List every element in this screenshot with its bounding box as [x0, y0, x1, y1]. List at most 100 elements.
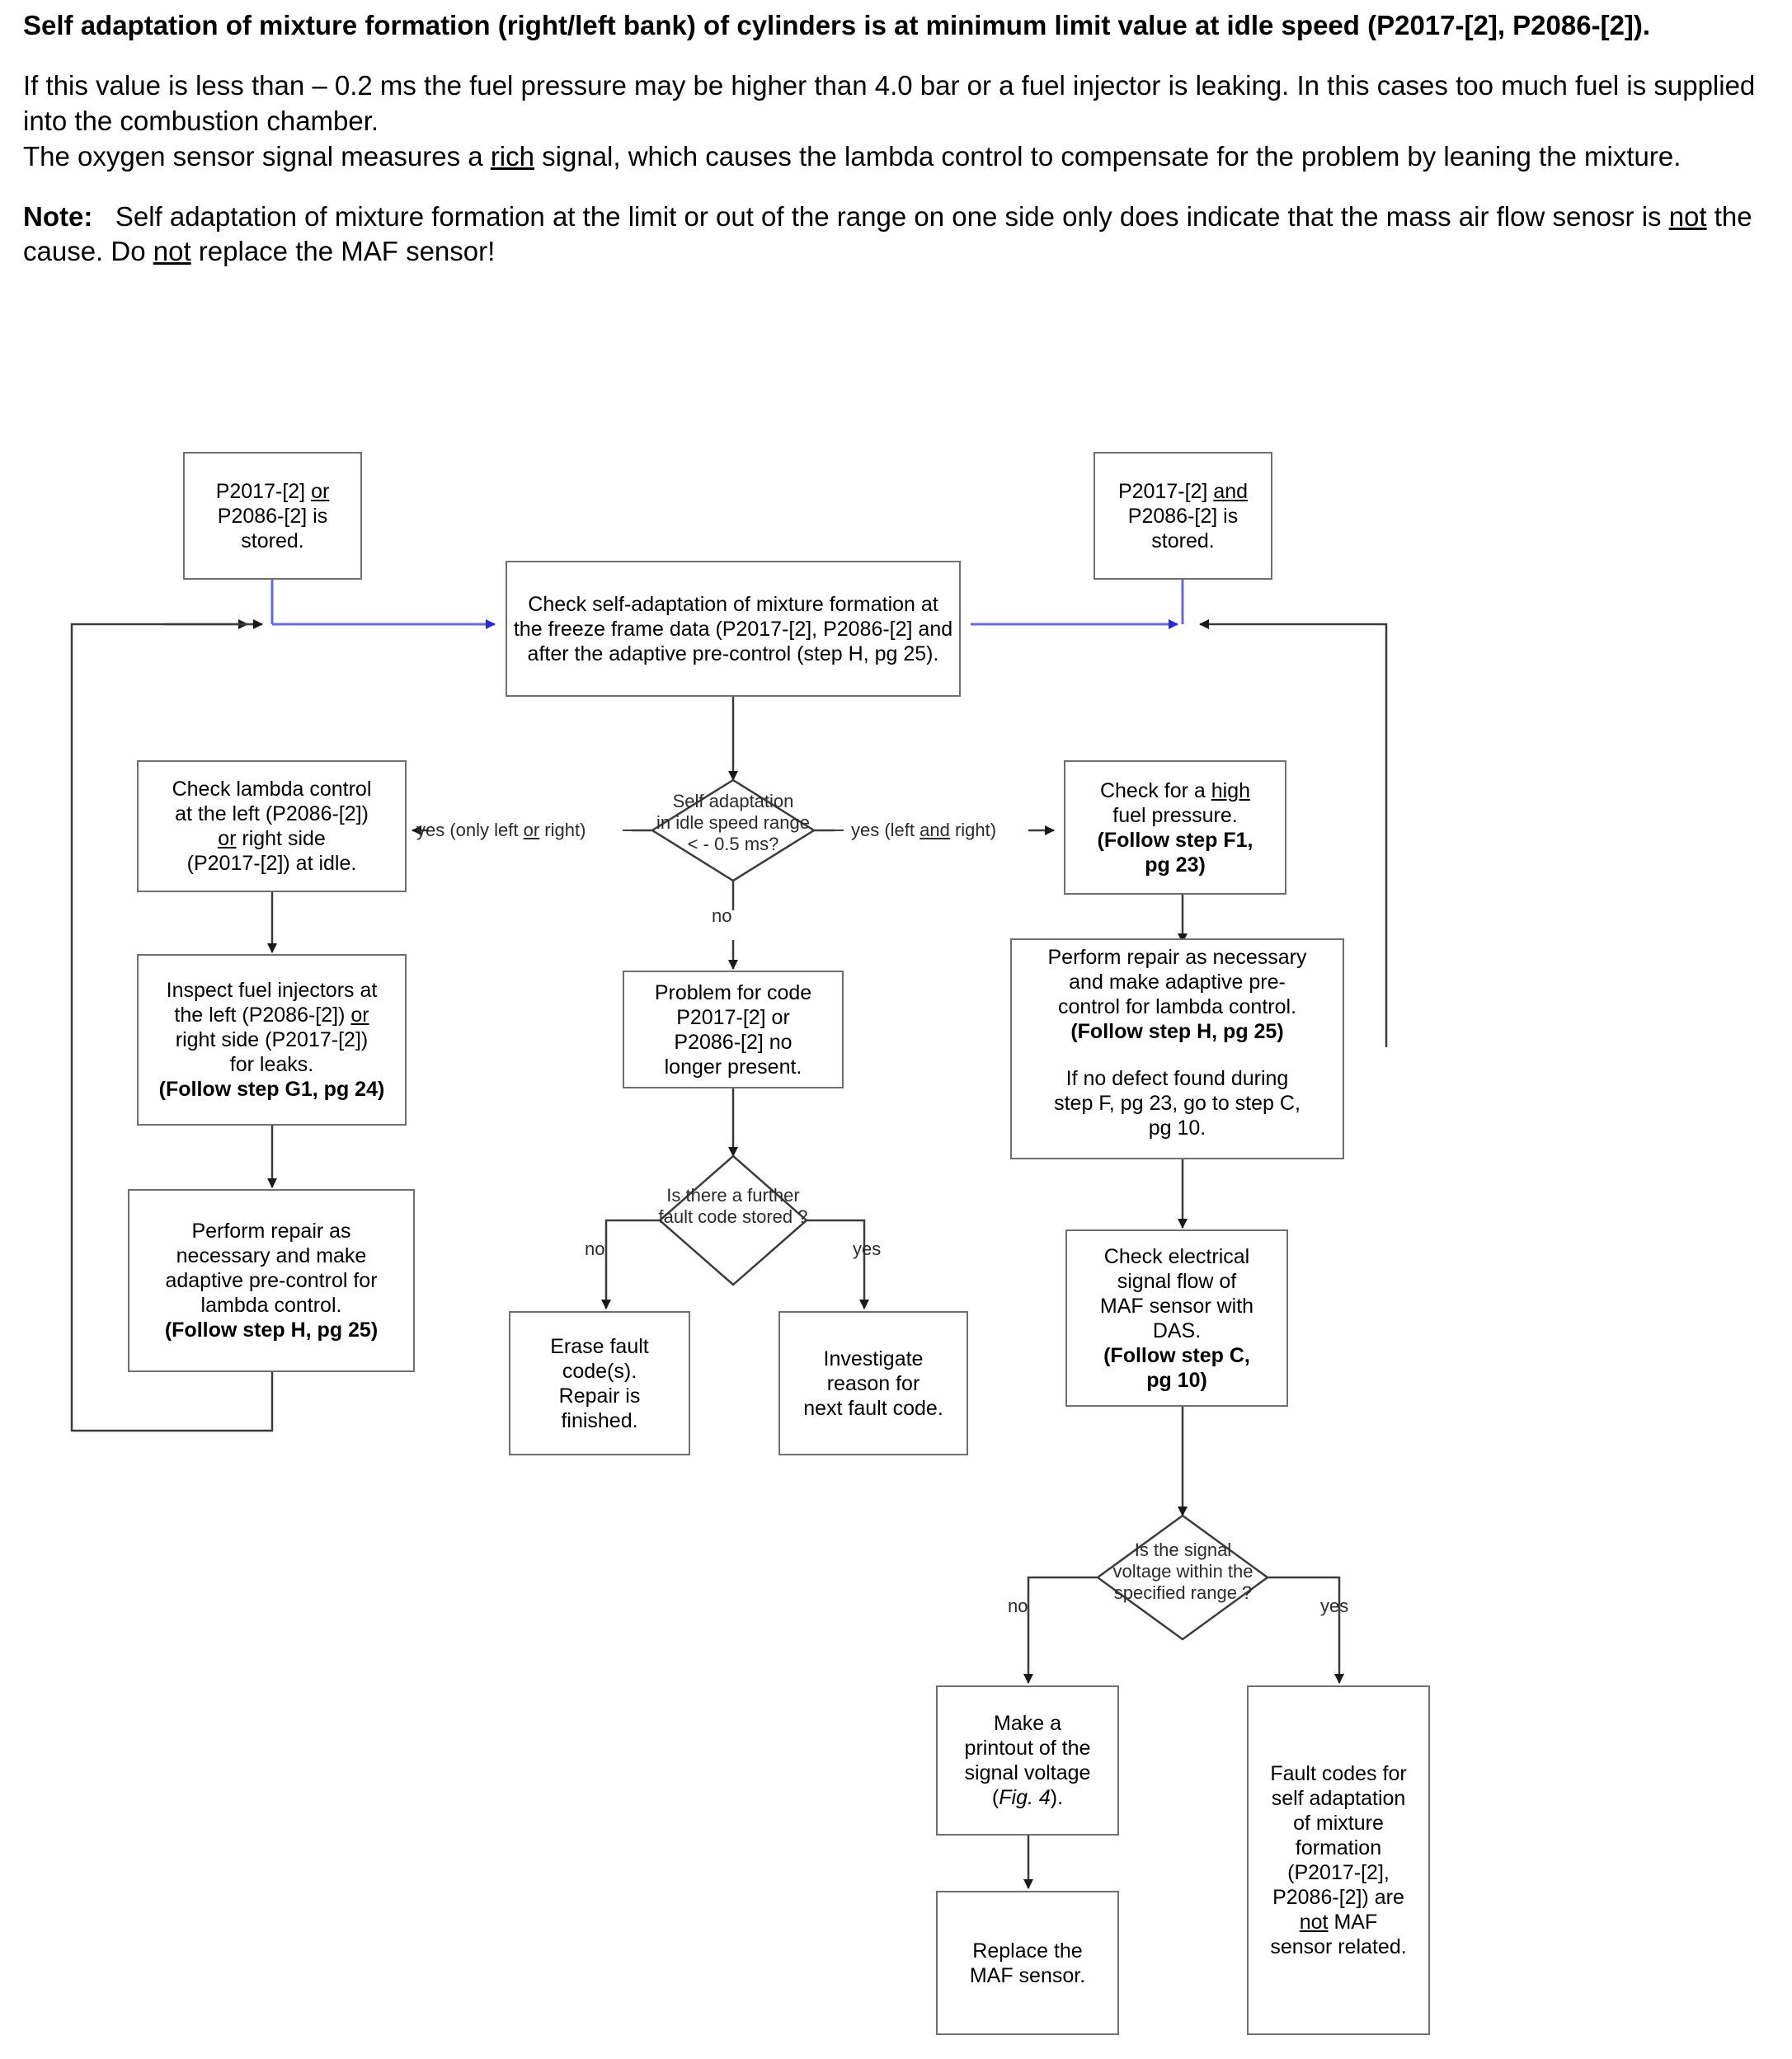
node-problem-no-longer-present[interactable]: Problem for code P2017-[2] or P2086-[2] …	[623, 971, 844, 1088]
node-start-left[interactable]: P2017-[2] or P2086-[2] is stored.	[183, 452, 362, 580]
edge-yes-right-pre: yes (left	[851, 820, 920, 840]
note-text-c: replace the MAF sensor!	[190, 236, 496, 267]
node-make-printout[interactable]: Make a printout of the signal voltage (F…	[936, 1685, 1119, 1836]
investigate-l3: next fault code.	[803, 1396, 943, 1420]
erase-l2: code(s).	[562, 1359, 637, 1383]
edge-yes-left-pre: yes (only left	[416, 820, 524, 840]
start-left-post: P2086-[2] is stored.	[217, 504, 328, 552]
node-check-lambda-control-text: Check lambda control at the left (P2086-…	[143, 777, 401, 876]
node-fault-codes-not-maf-related[interactable]: Fault codes for self adaptation of mixtu…	[1247, 1685, 1430, 2035]
page-title: Self adaptation of mixture formation (ri…	[23, 10, 1651, 40]
inspect-l2: the left (P2086-[2])	[174, 1004, 351, 1027]
check-lambda-l4: (P2017-[2]) at idle.	[186, 852, 357, 875]
check-lambda-underline: or	[218, 827, 237, 850]
node-erase-fault-codes[interactable]: Erase fault code(s). Repair is finished.	[509, 1311, 690, 1455]
decision2-line2: fault code stored ?	[658, 1206, 808, 1227]
repair-left-l2: necessary and make	[176, 1244, 367, 1267]
node-perform-repair-left[interactable]: Perform repair as necessary and make ada…	[128, 1189, 415, 1372]
node-check-fuel-pressure[interactable]: Check for a high fuel pressure. (Follow …	[1064, 760, 1286, 895]
node-start-left-text: P2017-[2] or P2086-[2] is stored.	[189, 479, 356, 553]
edge-yes-left-post: right)	[539, 820, 586, 840]
inspect-underline: or	[350, 1004, 369, 1027]
problem-l1: Problem for code	[654, 980, 812, 1004]
faultcodes-l3: of mixture	[1293, 1812, 1384, 1835]
elec-l3: MAF sensor with	[1099, 1294, 1254, 1318]
check-lambda-l2: at the left (P2086-[2])	[175, 802, 369, 825]
decision-signal-voltage-label: Is the signal voltage within the specifi…	[1083, 1540, 1283, 1604]
printout-l4-pre: (	[991, 1786, 999, 1809]
fuelp-l3: (Follow step F1,	[1097, 828, 1253, 852]
repair-left-l4: lambda control.	[200, 1294, 342, 1317]
repair-right-l4: (Follow step H, pg 25)	[1070, 1020, 1284, 1043]
start-right-underline: and	[1213, 479, 1249, 503]
node-start-right-text: P2017-[2] and P2086-[2] is stored.	[1099, 479, 1267, 553]
edge-yes-right-post: right)	[949, 820, 997, 840]
decision-self-adaptation	[650, 778, 816, 882]
node-check-self-adaptation-text: Check self-adaptation of mixture formati…	[513, 592, 953, 665]
repair-left-l1: Perform repair as	[191, 1220, 351, 1243]
decision1-line3: < - 0.5 ms?	[687, 833, 779, 854]
edge-label-no-2: no	[585, 1239, 605, 1259]
node-no-defect-goto-step-c[interactable]: If no defect found during step F, pg 23,…	[1010, 1048, 1344, 1159]
decision3-line1: Is the signal	[1134, 1540, 1232, 1560]
edge-label-yes-left-and-right: yes (left and right)	[851, 820, 996, 840]
edge-label-no-1: no	[712, 905, 732, 926]
problem-l4: longer present.	[664, 1055, 802, 1079]
node-make-printout-text: Make a printout of the signal voltage (F…	[942, 1711, 1113, 1810]
start-left-pre: P2017-[2]	[215, 479, 312, 503]
elec-l6: pg 10)	[1146, 1368, 1207, 1392]
decision-signal-voltage	[1095, 1514, 1270, 1641]
decision-further-fault-code-label: Is there a further fault code stored ?	[632, 1185, 835, 1228]
node-investigate-text: Investigate reason for next fault code.	[784, 1347, 962, 1421]
node-inspect-fuel-injectors[interactable]: Inspect fuel injectors at the left (P208…	[137, 954, 407, 1126]
elec-l4: DAS.	[1152, 1319, 1202, 1342]
node-perform-repair-right[interactable]: Perform repair as necessary and make ada…	[1010, 938, 1344, 1050]
elec-l1: Check electrical	[1103, 1244, 1250, 1268]
faultcodes-l6: P2086-[2]) are	[1272, 1886, 1404, 1909]
paragraph-2-pre: The oxygen sensor signal measures a	[23, 140, 491, 172]
replace-l2: MAF sensor.	[969, 1963, 1086, 1987]
paragraph-2-post: signal, which causes the lambda control …	[534, 140, 1681, 172]
start-right-post: P2086-[2] is stored.	[1127, 504, 1239, 552]
node-start-right[interactable]: P2017-[2] and P2086-[2] is stored.	[1094, 452, 1272, 580]
fuelp-l2: fuel pressure.	[1112, 803, 1238, 827]
decision1-line2: in idle speed range	[656, 811, 810, 833]
node-inspect-fuel-injectors-text: Inspect fuel injectors at the left (P208…	[143, 978, 401, 1102]
decision-self-adaptation-label: Self adaptation in idle speed range < - …	[651, 791, 816, 855]
check-lambda-l3: right side	[236, 827, 326, 850]
printout-l3: signal voltage	[964, 1761, 1091, 1784]
node-perform-repair-right-text: Perform repair as necessary and make ada…	[1016, 945, 1338, 1044]
paragraph-2: The oxygen sensor signal measures a rich…	[23, 139, 1771, 175]
problem-l3: P2086-[2] no	[674, 1030, 793, 1054]
repair-right-l3: control for lambda control.	[1057, 995, 1297, 1018]
fuelp-l1: Check for a	[1099, 778, 1211, 802]
node-fault-codes-text: Fault codes for self adaptation of mixtu…	[1253, 1761, 1424, 1959]
node-check-self-adaptation[interactable]: Check self-adaptation of mixture formati…	[506, 561, 961, 697]
edge-label-yes-only-left-or-right: yes (only left or right)	[416, 820, 586, 840]
note-block: Note: Self adaptation of mixture formati…	[23, 200, 1771, 270]
paragraph-2-underline: rich	[490, 140, 534, 172]
elec-l5: (Follow step C,	[1103, 1343, 1250, 1367]
edge-label-yes-3: yes	[1320, 1596, 1349, 1616]
node-check-electrical-signal[interactable]: Check electrical signal flow of MAF sens…	[1065, 1229, 1288, 1407]
faultcodes-l2: self adaptation	[1271, 1787, 1406, 1810]
inspect-l4: for leaks.	[229, 1053, 314, 1076]
printout-l4-post: ).	[1050, 1786, 1064, 1809]
edge-yes-right-underline: and	[920, 820, 950, 840]
note-text-b: the cause. Do	[23, 200, 1752, 267]
printout-l2: printout of the	[964, 1737, 1091, 1760]
faultcodes-l8: sensor related.	[1270, 1935, 1407, 1958]
investigate-l2: reason for	[826, 1371, 920, 1395]
faultcodes-l5: (P2017-[2],	[1287, 1861, 1390, 1884]
paragraph-1: If this value is less than – 0.2 ms the …	[23, 69, 1756, 136]
node-check-lambda-control[interactable]: Check lambda control at the left (P2086-…	[137, 760, 407, 892]
fuelp-l4: pg 23)	[1145, 853, 1206, 877]
node-investigate-next-fault-code[interactable]: Investigate reason for next fault code.	[778, 1311, 968, 1455]
faultcodes-l1: Fault codes for	[1270, 1762, 1407, 1785]
node-replace-maf-sensor[interactable]: Replace the MAF sensor.	[936, 1891, 1119, 2035]
erase-l4: finished.	[561, 1408, 638, 1432]
node-perform-repair-left-text: Perform repair as necessary and make ada…	[134, 1219, 409, 1342]
inspect-l5: (Follow step G1, pg 24)	[158, 1078, 385, 1101]
